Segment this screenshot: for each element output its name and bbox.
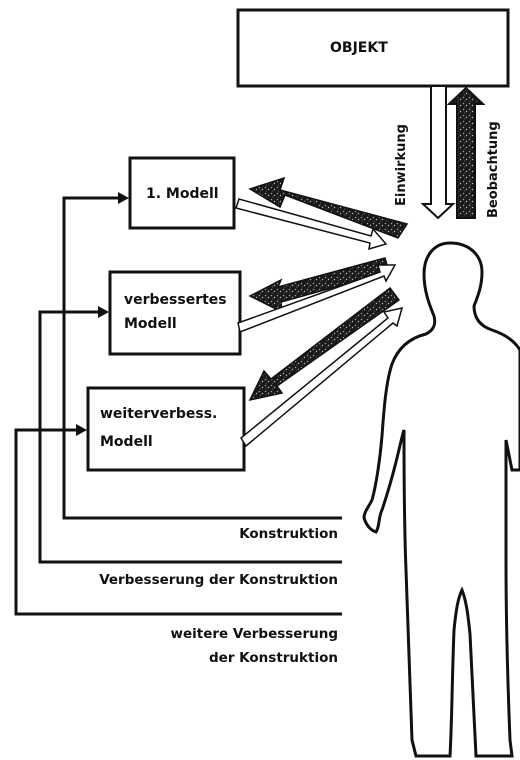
konstruktion-feedback-arrowhead <box>118 192 129 204</box>
weitere-feedback-line <box>14 428 342 616</box>
modell-1-label: 1. Modell <box>146 186 219 202</box>
human-silhouette <box>362 241 520 758</box>
modell-3-label-line1: weiterverbess. <box>100 406 218 422</box>
einwirkung-arrow <box>420 85 456 220</box>
modell-3-label-line2: Modell <box>100 434 153 450</box>
weitere-feedback-arrowhead <box>76 424 87 436</box>
modell-2-label-line1: verbessertes <box>124 292 227 308</box>
modell-3-box <box>86 386 246 472</box>
modell-1-dark-arrow <box>248 176 409 239</box>
einwirkung-label: Einwirkung <box>394 124 409 206</box>
modell-3-hollow-arrow <box>240 306 404 448</box>
verbesserung-label: Verbesserung der Konstruktion <box>99 572 338 588</box>
modell-2-box <box>108 270 242 356</box>
modell-3-dark-arrow <box>248 286 401 402</box>
modell-2-hollow-arrow <box>237 264 397 334</box>
objekt-box <box>236 8 510 88</box>
konstruktion-feedback-line <box>62 196 342 520</box>
modell-1-hollow-arrow <box>235 198 388 251</box>
modell-2-label-line2: Modell <box>124 316 177 332</box>
konstruktion-label: Konstruktion <box>239 526 338 542</box>
objekt-label: OBJEKT <box>330 40 388 56</box>
beobachtung-arrow <box>446 86 486 219</box>
weitere-verbesserung-label-line2: der Konstruktion <box>209 650 338 666</box>
weitere-verbesserung-label-line1: weitere Verbesserung <box>170 626 339 642</box>
modell-1-box <box>128 156 236 230</box>
verbesserung-feedback-arrowhead <box>98 306 109 318</box>
verbesserung-feedback-line <box>38 310 342 564</box>
beobachtung-label: Beobachtung <box>486 121 501 218</box>
